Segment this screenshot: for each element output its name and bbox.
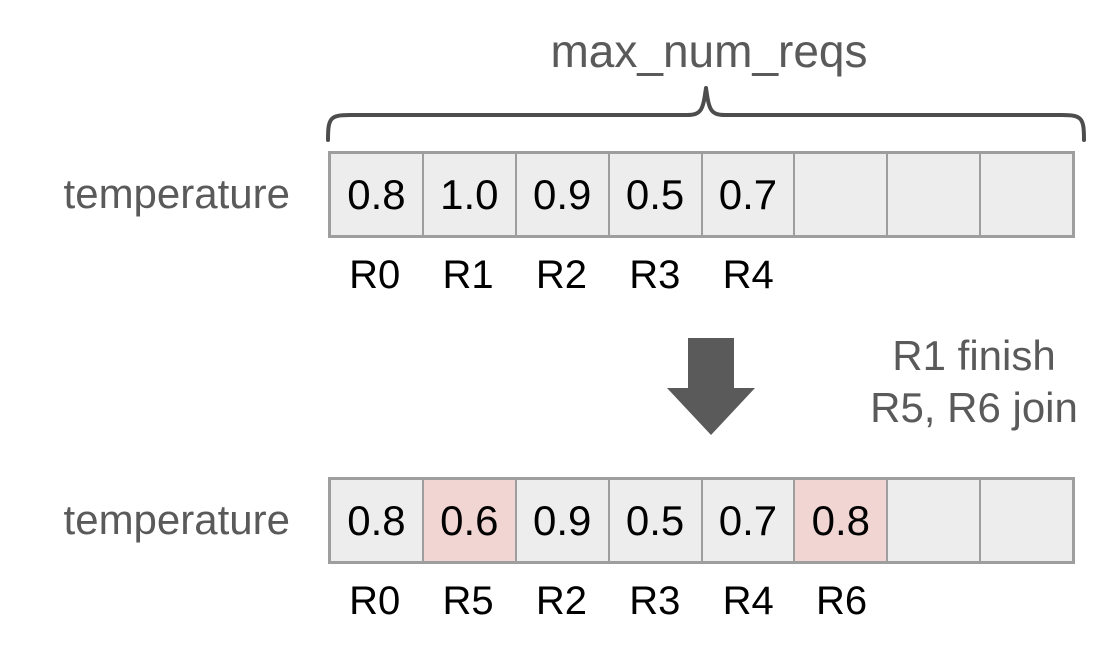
- request-id-label: R4: [722, 579, 774, 623]
- request-id-label: R2: [535, 253, 587, 297]
- request-id-label: R1: [442, 253, 494, 297]
- slot-cell[interactable]: 0.9: [516, 154, 610, 235]
- down-arrow-icon: [660, 338, 762, 438]
- request-id-label: R3: [629, 253, 681, 297]
- request-id-label: [888, 252, 981, 298]
- slot-cell-highlighted[interactable]: 0.8: [795, 480, 889, 561]
- request-id-label: R3: [629, 579, 681, 623]
- slot-cell[interactable]: 0.8: [331, 154, 424, 235]
- transition-note-line-1: R1 finish: [892, 332, 1056, 379]
- request-id-label: [795, 252, 888, 298]
- row-label-temperature-before: temperature: [63, 170, 290, 217]
- page-title: max_num_reqs: [550, 25, 868, 77]
- transition-note: R1 finish R5, R6 join: [838, 330, 1110, 434]
- slot-cell[interactable]: [981, 480, 1072, 561]
- transition-note-line-2: R5, R6 join: [870, 384, 1078, 431]
- request-id-label: [982, 578, 1075, 624]
- request-id-row-before: R0 R1 R2 R3 R4: [328, 252, 1075, 298]
- slot-cell[interactable]: [981, 154, 1072, 235]
- request-id-label: R0: [349, 253, 401, 297]
- request-id-label: R0: [349, 579, 401, 623]
- request-id-label: R2: [535, 579, 587, 623]
- row-label-temperature-after: temperature: [63, 496, 290, 543]
- slot-cell[interactable]: 1.0: [423, 154, 517, 235]
- slot-cell-highlighted[interactable]: 0.6: [423, 480, 517, 561]
- request-id-label: R6: [815, 579, 868, 623]
- temperature-buffer-after: 0.8 0.6 0.9 0.5 0.7 0.8: [328, 477, 1075, 564]
- slot-cell[interactable]: [795, 154, 889, 235]
- request-id-label: R4: [722, 253, 774, 297]
- slot-cell[interactable]: 0.8: [331, 480, 424, 561]
- request-id-label: [888, 578, 981, 624]
- slot-cell[interactable]: 0.7: [702, 154, 796, 235]
- brace-icon: [326, 86, 1086, 142]
- request-id-label: R5: [442, 579, 494, 623]
- temperature-buffer-before: 0.8 1.0 0.9 0.5 0.7: [328, 151, 1075, 238]
- request-id-label: [982, 252, 1075, 298]
- slot-cell[interactable]: 0.9: [516, 480, 610, 561]
- slot-cell[interactable]: [888, 154, 982, 235]
- slot-cell[interactable]: 0.5: [609, 480, 703, 561]
- slot-cell[interactable]: 0.5: [609, 154, 703, 235]
- slot-cell[interactable]: [888, 480, 982, 561]
- slot-cell[interactable]: 0.7: [702, 480, 796, 561]
- max-num-reqs-brace: [320, 84, 1090, 142]
- request-id-row-after: R0 R5 R2 R3 R4 R6: [328, 578, 1075, 624]
